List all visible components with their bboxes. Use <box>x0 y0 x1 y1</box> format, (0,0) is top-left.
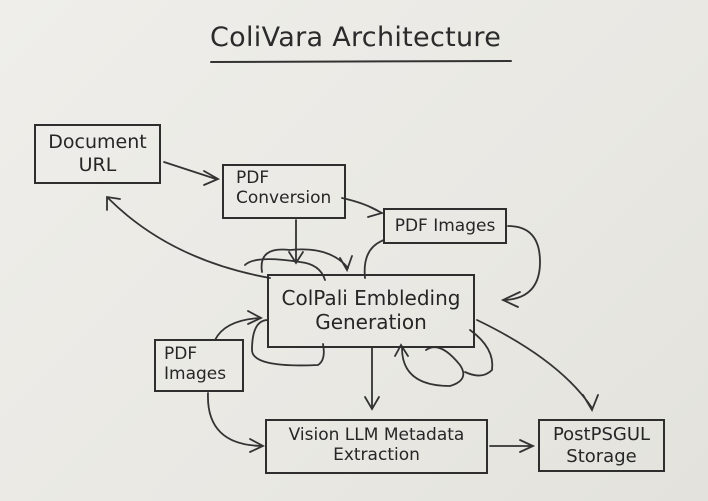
node-colpali-embedding: ColPali Embleding Generation <box>267 274 475 348</box>
node-label-line1: Document <box>48 131 147 153</box>
node-pdf-images-top: PDF Images <box>383 208 507 244</box>
node-document-url: Document URL <box>34 124 161 184</box>
loop-bottom-right <box>394 343 465 387</box>
node-label-line2: URL <box>78 153 117 176</box>
node-label-line1: ColPali Embleding <box>281 286 461 310</box>
loop-top-2 <box>244 258 326 281</box>
arrow-conversion-to-images <box>341 197 385 218</box>
arrow-vision-to-storage <box>489 439 536 453</box>
title-underline <box>210 60 512 63</box>
node-storage: PostPSGUL Storage <box>538 419 665 472</box>
node-label-line2: Storage <box>566 445 637 467</box>
arrow-left-images-to-vision <box>207 392 266 453</box>
loop-bottom-left <box>251 319 325 367</box>
node-pdf-images-left: PDF Images <box>154 339 244 392</box>
node-label-line1: Vision LLM Metadata <box>288 425 465 445</box>
node-label-line2: Images <box>164 364 227 385</box>
page-title: ColiVara Architecture <box>210 22 502 53</box>
curve-images-left <box>363 239 385 279</box>
node-label-line1: PDF Images <box>394 216 496 236</box>
node-pdf-conversion: PDF Conversion <box>222 164 346 219</box>
arrow-colpali-to-storage <box>476 319 599 413</box>
loop-top-1 <box>260 248 353 273</box>
arrow-doc-to-conversion <box>163 161 221 186</box>
node-label-line1: PDF <box>236 168 270 188</box>
node-vision-llm: Vision LLM Metadata Extraction <box>265 419 488 474</box>
arrow-images-to-colpali <box>500 225 541 308</box>
node-label-line2: Generation <box>315 310 427 334</box>
arrow-colpali-to-doc <box>106 195 271 279</box>
arrow-colpali-to-vision <box>364 347 380 411</box>
loop-bottom-right-2 <box>464 329 494 377</box>
node-label-line1: PostPSGUL <box>552 424 651 445</box>
node-label-line1: PDF <box>164 344 198 364</box>
node-label-line2: Conversion <box>236 188 332 209</box>
arrow-left-images-to-colpali <box>214 310 264 341</box>
arrow-conversion-to-colpali <box>288 219 304 265</box>
node-label-line2: Extraction <box>333 445 420 466</box>
